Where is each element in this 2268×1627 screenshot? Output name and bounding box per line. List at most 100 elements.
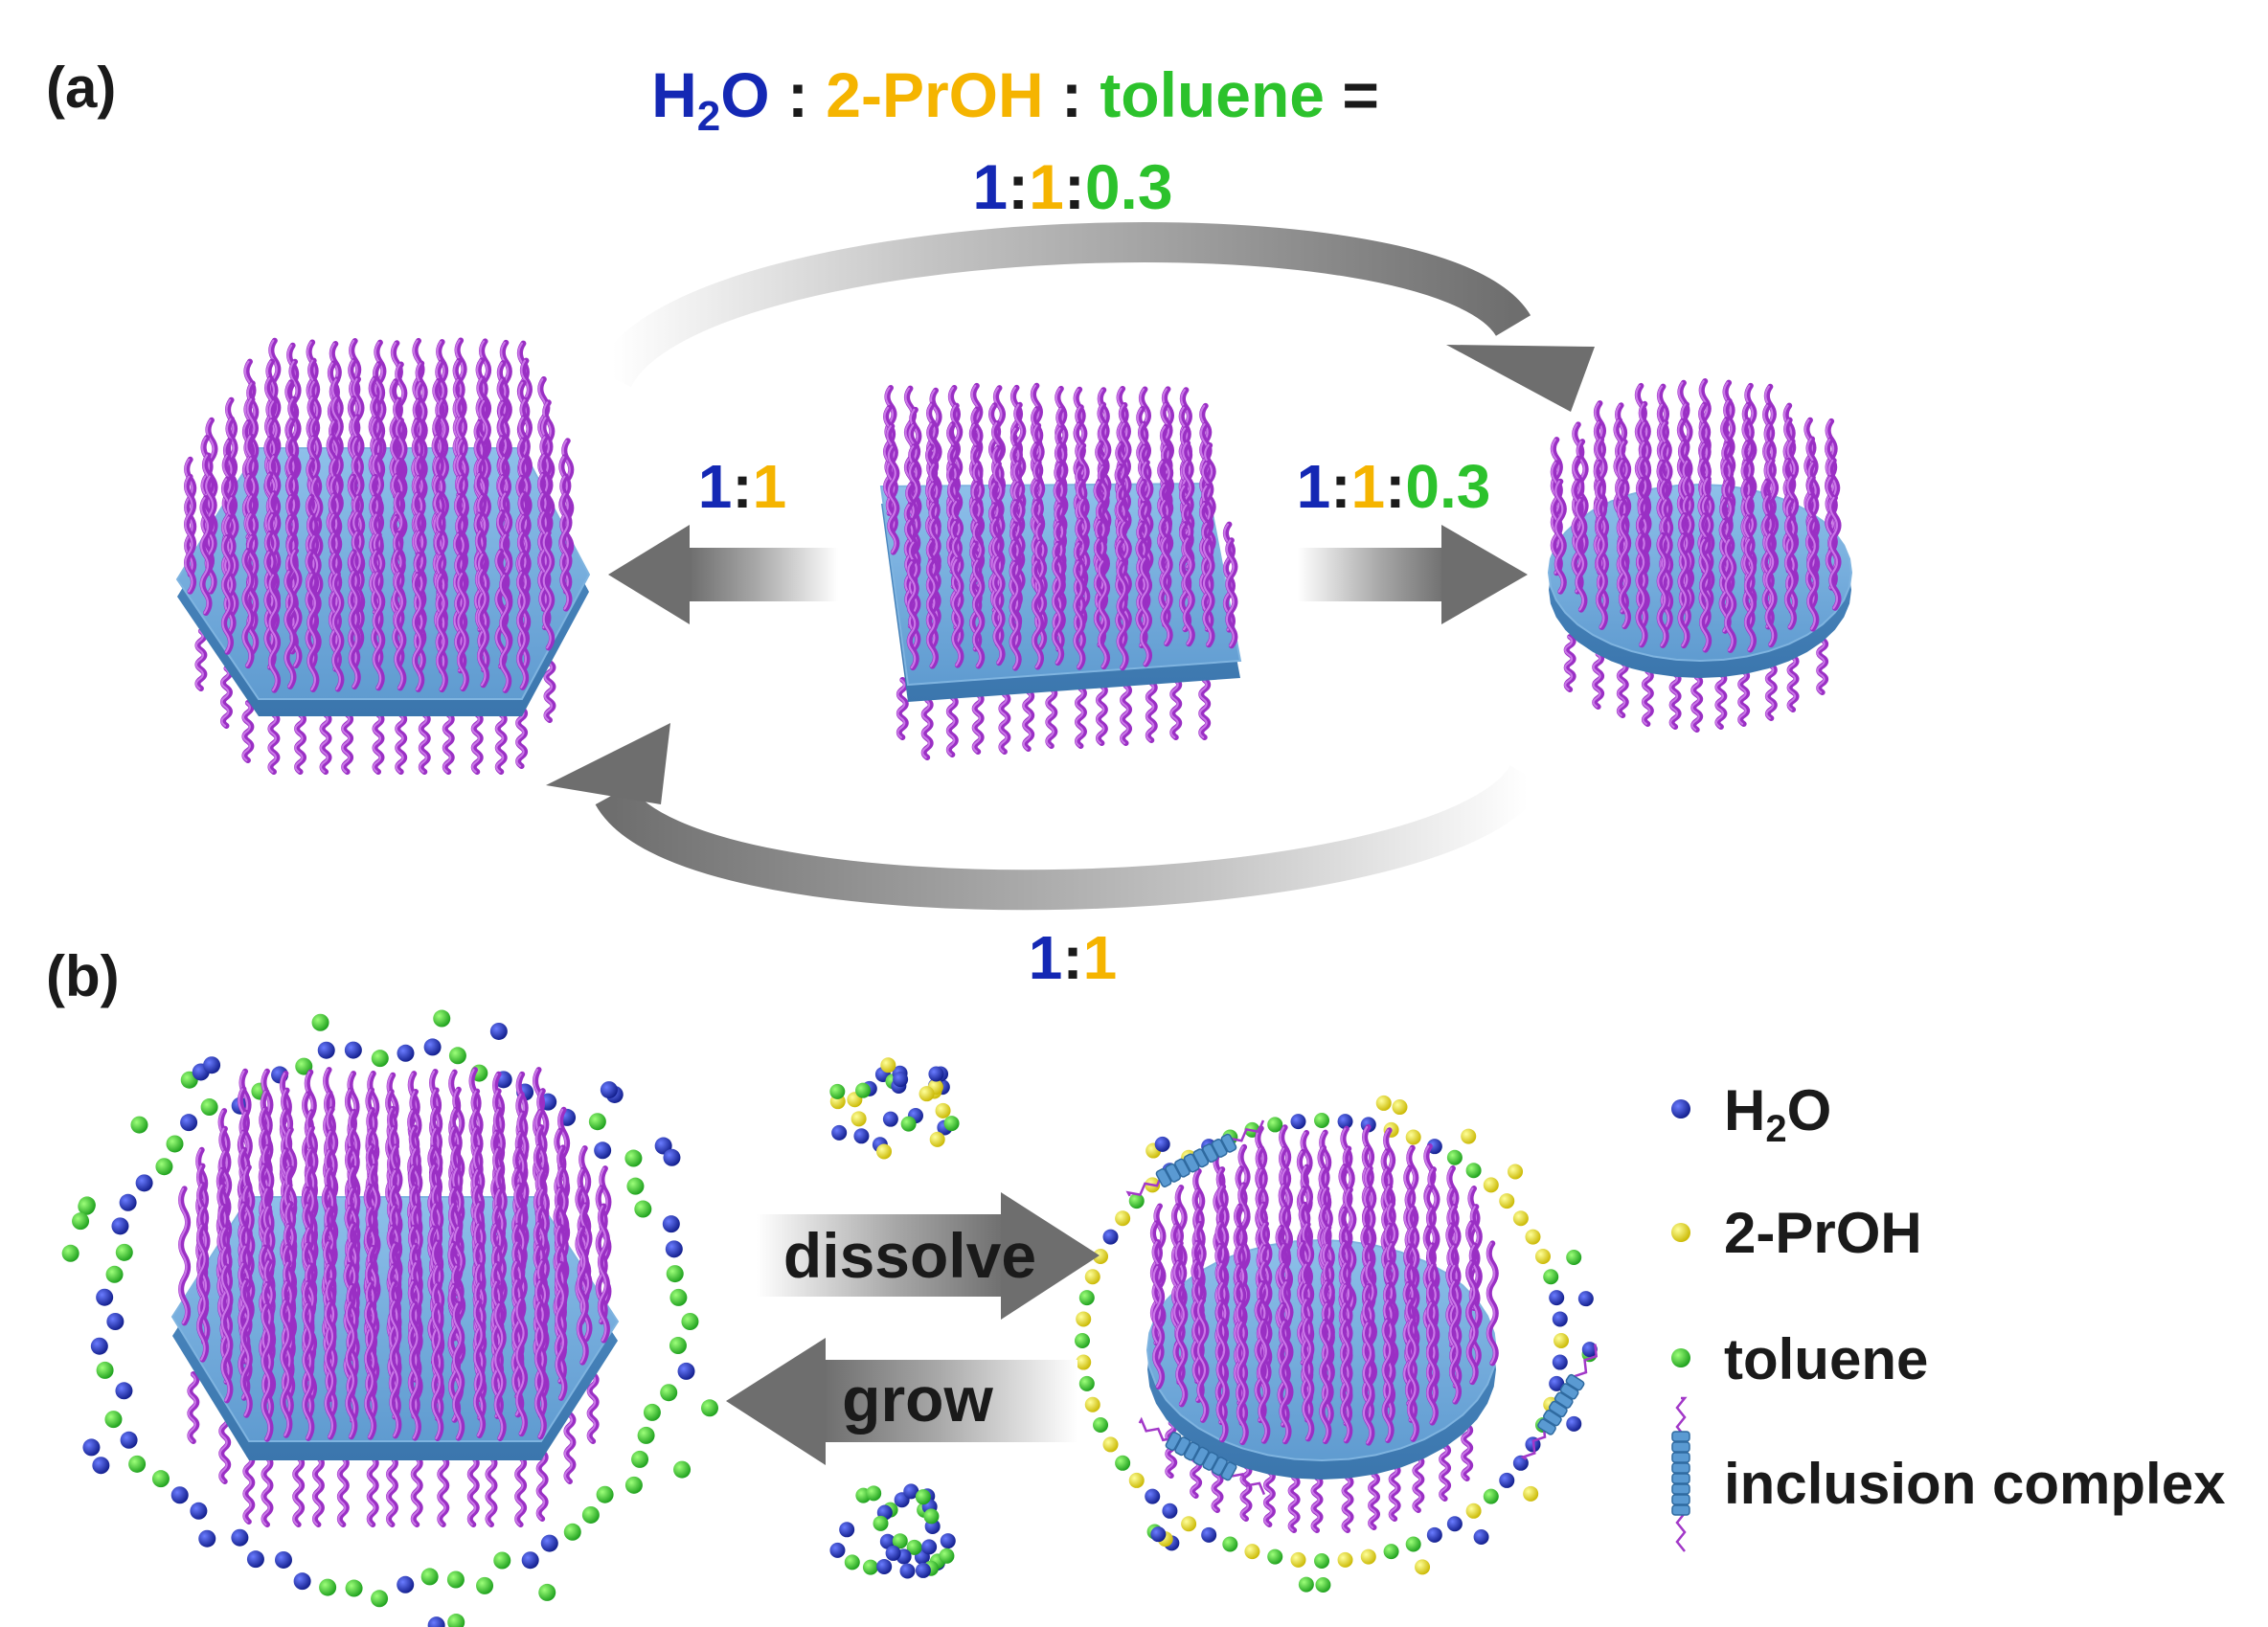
solvent-bead: [1549, 1290, 1565, 1306]
solvent-bead: [1315, 1576, 1331, 1593]
solvent-beads-around-disc: [1075, 1095, 1598, 1593]
solvent-bead: [631, 1450, 649, 1468]
polymer-chain: [1031, 558, 1044, 670]
polymer-chain: [1825, 474, 1838, 591]
solvent-bead: [82, 1438, 101, 1457]
polymer-chain: [408, 1300, 421, 1441]
polymer-chain: [394, 570, 407, 691]
polymer-chain: [555, 1260, 568, 1401]
polymer-chain: [178, 1186, 192, 1326]
inclusion-complex: [1138, 1416, 1266, 1496]
polymer-chain: [306, 571, 320, 692]
title-sep-1: :: [770, 59, 827, 130]
solvent-bead: [915, 1489, 931, 1505]
polymer-chain: [284, 568, 297, 689]
solvent-bead: [1552, 1354, 1568, 1370]
polymer-chain: [1182, 535, 1195, 647]
polymer-chain: [1093, 536, 1106, 648]
solvent-bead: [1549, 1375, 1565, 1391]
polymer-chain: [1279, 1319, 1292, 1445]
solvent-cluster-top: [829, 1057, 960, 1160]
legend-complex-label: inclusion complex: [1724, 1452, 2225, 1516]
solvent-bead: [1508, 1164, 1524, 1180]
polymer-chain: [199, 495, 213, 617]
disc-crystal-b: [1145, 1124, 1499, 1533]
solvent-bead: [643, 1403, 661, 1421]
polymer-chain: [324, 1299, 337, 1440]
solvent-bead: [115, 1243, 133, 1261]
solvent-bead: [1298, 1576, 1314, 1593]
solvent-bead: [1102, 1436, 1119, 1453]
solvent-bead: [919, 1086, 935, 1102]
solvent-bead: [853, 1128, 870, 1144]
polymer-chain: [184, 473, 197, 595]
solvent-bead: [1499, 1193, 1515, 1209]
solvent-bead: [1543, 1269, 1559, 1285]
solvent-bead: [1084, 1396, 1100, 1412]
solvent-bead: [447, 1614, 465, 1627]
solvent-bead: [397, 1575, 415, 1593]
polymer-chain: [493, 1300, 507, 1441]
solvent-bead: [1499, 1472, 1515, 1488]
solvent-bead: [1128, 1472, 1145, 1488]
solvent-bead: [203, 1056, 221, 1074]
solvent-bead: [1392, 1099, 1408, 1116]
solvent-bead: [1093, 1417, 1109, 1434]
solvent-bead: [940, 1533, 956, 1549]
polymer-chain: [372, 570, 385, 691]
solvent-bead: [662, 1215, 680, 1233]
solvent-bead: [882, 1111, 898, 1127]
solvent-bead: [1405, 1129, 1421, 1145]
solvent-bead: [669, 1288, 688, 1306]
solvent-bead: [446, 1571, 465, 1589]
polymer-chain: [906, 559, 919, 671]
solvent-bead: [427, 1616, 445, 1627]
legend-toluene-bead: [1671, 1348, 1690, 1367]
polymer-chain: [1805, 493, 1819, 610]
solvent-bead: [1222, 1536, 1238, 1552]
polymer-chain: [1698, 512, 1712, 629]
solvent-bead: [634, 1200, 652, 1218]
title-toluene: toluene: [1100, 59, 1325, 130]
solvent-bead: [538, 1583, 556, 1601]
solvent-bead: [1093, 1248, 1109, 1264]
solvent-bead: [1076, 1354, 1092, 1370]
polymer-chain: [412, 571, 425, 692]
solvent-bead: [1078, 1290, 1095, 1306]
solvent-bead: [850, 1111, 867, 1127]
solvent-bead: [829, 1542, 846, 1558]
legend-propanol-label: 2-PrOH: [1724, 1201, 1922, 1265]
solvent-bead: [900, 1116, 917, 1132]
solvent-bead: [600, 1081, 618, 1099]
polymer-chain: [302, 1300, 315, 1441]
polymer-chain: [969, 498, 983, 610]
polymer-chain: [280, 1298, 293, 1438]
polymer-chain: [577, 1166, 590, 1307]
right-straight-arrow: [1298, 525, 1528, 624]
polymer-chain: [597, 1203, 610, 1344]
polymer-chain: [1095, 440, 1108, 552]
solvent-bead: [1102, 1229, 1119, 1245]
solvent-bead: [246, 1550, 264, 1569]
solvent-bead: [1383, 1544, 1399, 1560]
solvent-bead: [1566, 1250, 1582, 1266]
polymer-chain: [992, 554, 1006, 667]
solvent-bead: [423, 1038, 442, 1056]
solvent-bead: [78, 1197, 96, 1215]
solvent-bead: [1267, 1548, 1283, 1565]
polymer-chain: [1319, 1319, 1332, 1445]
solvent-bead: [130, 1116, 148, 1134]
solvent-bead: [663, 1148, 681, 1166]
solvent-bead: [866, 1485, 882, 1502]
solvent-bead: [198, 1529, 216, 1548]
solvent-bead: [829, 1083, 846, 1099]
polymer-chain: [1175, 1281, 1189, 1408]
polymer-chain: [1407, 1316, 1419, 1442]
inclusion-complex: [1671, 1396, 1690, 1552]
bottom-ratio: 1:1: [1029, 923, 1118, 992]
polymer-chain: [499, 572, 512, 693]
legend-h2o-bead: [1671, 1099, 1690, 1119]
solvent-cluster-bottom: [829, 1483, 956, 1579]
legend: H2O 2-PrOH toluene inclusion complex: [1671, 1078, 2225, 1552]
